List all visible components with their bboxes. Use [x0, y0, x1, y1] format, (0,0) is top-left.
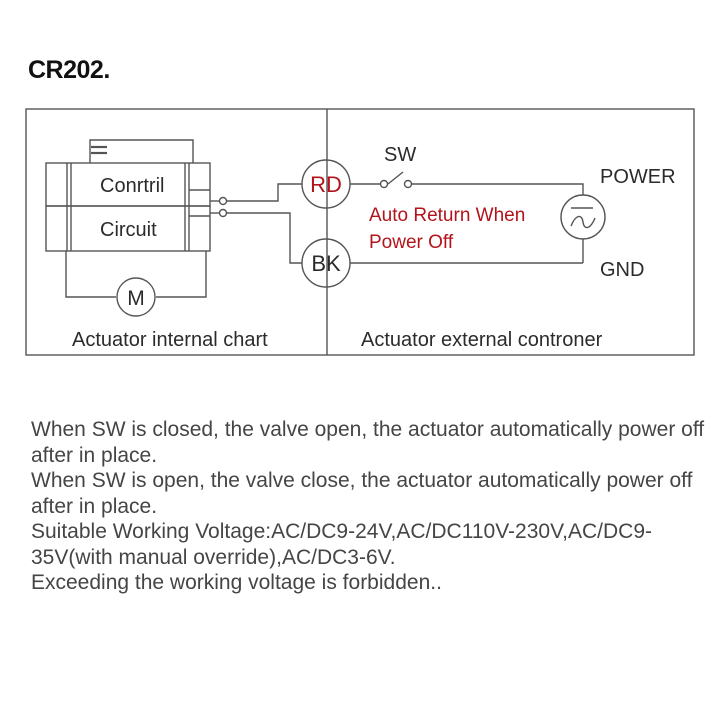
auto-return-note-line1: Auto Return When [369, 205, 525, 226]
motor-label: M [127, 287, 145, 310]
gnd-label: GND [600, 259, 644, 281]
diagram-frame [25, 108, 695, 356]
note-switch-closed: When SW is closed, the valve open, the a… [31, 418, 705, 467]
note-switch-open: When SW is open, the valve close, the ac… [31, 469, 693, 518]
sw-label: SW [384, 144, 416, 166]
bk-label: BK [311, 251, 341, 276]
power-label: POWER [600, 166, 676, 188]
motor-symbol [116, 277, 156, 317]
auto-return-note-line2: Power Off [369, 232, 454, 253]
page-title: CR202. [28, 56, 110, 84]
power-source [560, 194, 606, 240]
sw-switch [387, 171, 404, 185]
circuit-block [45, 205, 211, 252]
internal-caption: Actuator internal chart [72, 329, 268, 351]
external-caption: Actuator external controner [361, 329, 603, 351]
rd-label: RD [310, 172, 342, 197]
circuit-label: Circuit [100, 219, 157, 241]
description-notes: When SW is closed, the valve open, the a… [31, 417, 711, 596]
note-working-voltage: Suitable Working Voltage:AC/DC9-24V,AC/D… [31, 520, 652, 569]
control-label: Conrtril [100, 175, 164, 197]
note-voltage-warning: Exceeding the working voltage is forbidd… [31, 571, 442, 594]
